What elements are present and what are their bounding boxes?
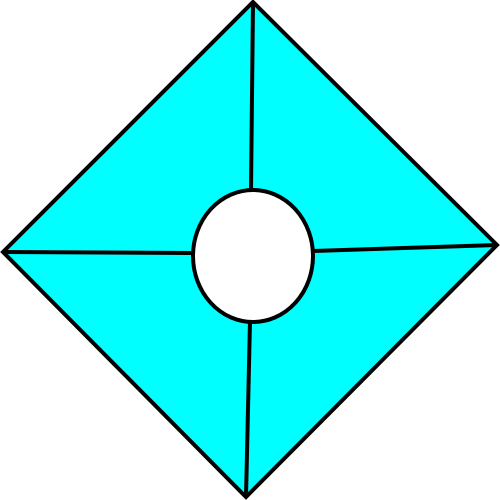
spoke-right bbox=[312, 243, 498, 253]
spoke-left bbox=[2, 250, 193, 255]
spoke-bottom bbox=[244, 320, 252, 498]
spoke-top bbox=[249, 1, 255, 191]
center-hole bbox=[191, 188, 315, 324]
